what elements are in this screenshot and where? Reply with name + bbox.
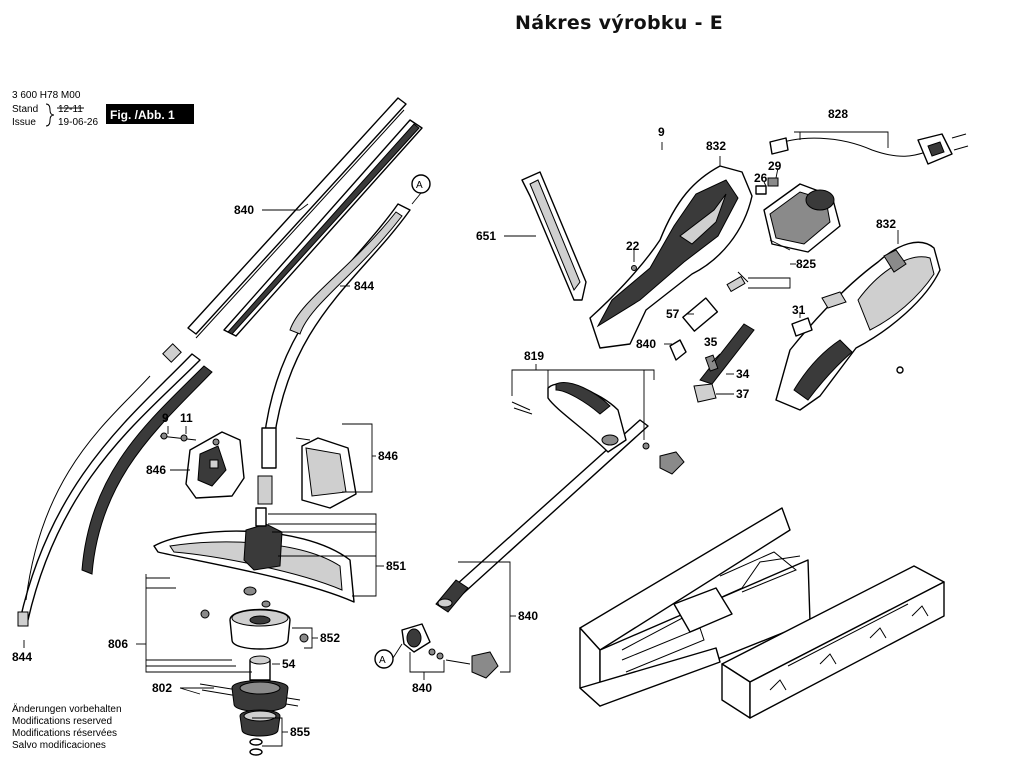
label-29: 29 (768, 159, 782, 173)
label-840-b: 840 (518, 609, 538, 623)
shaft-clamp-840 (401, 623, 499, 679)
small-blocks-31 (791, 291, 847, 337)
svg-text:Modifications reserved: Modifications reserved (12, 716, 112, 727)
label-840-d: 840 (636, 337, 656, 351)
bracket-651: 651 (476, 171, 587, 301)
curved-shaft-844 (257, 203, 411, 505)
switch-parts (669, 177, 779, 403)
svg-text:A: A (379, 655, 386, 666)
label-806: 806 (108, 637, 128, 651)
label-26: 26 (754, 171, 768, 185)
disclaimer: Änderungen vorbehalten Modifications res… (12, 703, 122, 751)
guard-cover-846 (295, 437, 357, 509)
svg-text:A: A (416, 180, 423, 191)
upper-shaft-halves (162, 97, 423, 363)
spacer-54 (249, 655, 271, 681)
stand-label: Stand (12, 104, 38, 115)
label-34: 34 (736, 367, 750, 381)
brace-icon (45, 103, 55, 127)
part-number: 3 600 H78 M00 (12, 90, 81, 101)
label-840-c: 840 (412, 681, 432, 695)
right-labels: 9 832 828 29 26 22 825 57 840 35 34 37 8… (626, 107, 896, 401)
page-title: Nákres výrobku - E (515, 12, 723, 34)
label-22: 22 (626, 239, 640, 253)
spool-cap-855 (239, 709, 281, 756)
center-labels: 840 840 (412, 609, 538, 695)
fig-label: Fig. /Abb. 1 (110, 108, 175, 122)
power-cord-828 (769, 133, 969, 165)
label-832-a: 832 (706, 139, 726, 153)
label-35: 35 (704, 335, 718, 349)
svg-text:Salvo modificaciones: Salvo modificaciones (12, 740, 106, 751)
label-802: 802 (152, 681, 172, 695)
label-31: 31 (792, 303, 806, 317)
label-852: 852 (320, 631, 340, 645)
label-844-b: 844 (12, 650, 32, 664)
label-828: 828 (828, 107, 848, 121)
label-851: 851 (386, 559, 406, 573)
gear-housing-846 (159, 431, 245, 499)
label-57: 57 (666, 307, 680, 321)
aux-handle-819 (511, 382, 685, 475)
grass-guard-851 (153, 507, 355, 603)
label-9-b: 9 (658, 125, 665, 139)
label-9-a: 9 (162, 411, 169, 425)
callout-a-top: A (411, 174, 431, 205)
lower-curved-shaft-halves (17, 353, 213, 627)
left-leaders (23, 203, 384, 747)
label-840-a: 840 (234, 203, 254, 217)
label-825: 825 (796, 257, 816, 271)
handle-shaft-840 (435, 419, 649, 613)
label-832-b: 832 (876, 217, 896, 231)
motor-825 (726, 183, 841, 293)
svg-text:Änderungen vorbehalten: Änderungen vorbehalten (12, 703, 122, 715)
aux-handle-leaders (511, 364, 655, 440)
label-846-b: 846 (378, 449, 398, 463)
label-11: 11 (180, 411, 193, 425)
drawing-header: 3 600 H78 M00 Stand Issue 12-11 19-06-26… (12, 90, 194, 128)
label-651: 651 (476, 229, 496, 243)
label-855: 855 (290, 725, 310, 739)
fig-badge (106, 104, 194, 124)
right-leaders (633, 131, 899, 395)
issue-label: Issue (12, 117, 36, 128)
spool-line-802 (199, 680, 301, 712)
svg-text:Modifications réservées: Modifications réservées (12, 728, 117, 739)
packaging-box-lid (721, 565, 945, 719)
label-819: 819 (524, 349, 544, 363)
label-846-a: 846 (146, 463, 166, 477)
label-54: 54 (282, 657, 296, 671)
callout-a-bottom: A (374, 643, 403, 669)
left-labels: 840 844 844 9 11 846 846 851 852 54 806 … (12, 203, 406, 739)
center-leaders (409, 561, 516, 680)
packaging-box-tray (579, 507, 811, 707)
housing-half-832-right (775, 241, 941, 411)
label-844-a: 844 (354, 279, 374, 293)
issue-value: 19-06-26 (58, 117, 98, 128)
stand-value: 12-11 (58, 104, 83, 115)
label-37: 37 (736, 387, 750, 401)
housing-half-832 (589, 165, 753, 349)
spool-housing-852 (200, 586, 309, 650)
